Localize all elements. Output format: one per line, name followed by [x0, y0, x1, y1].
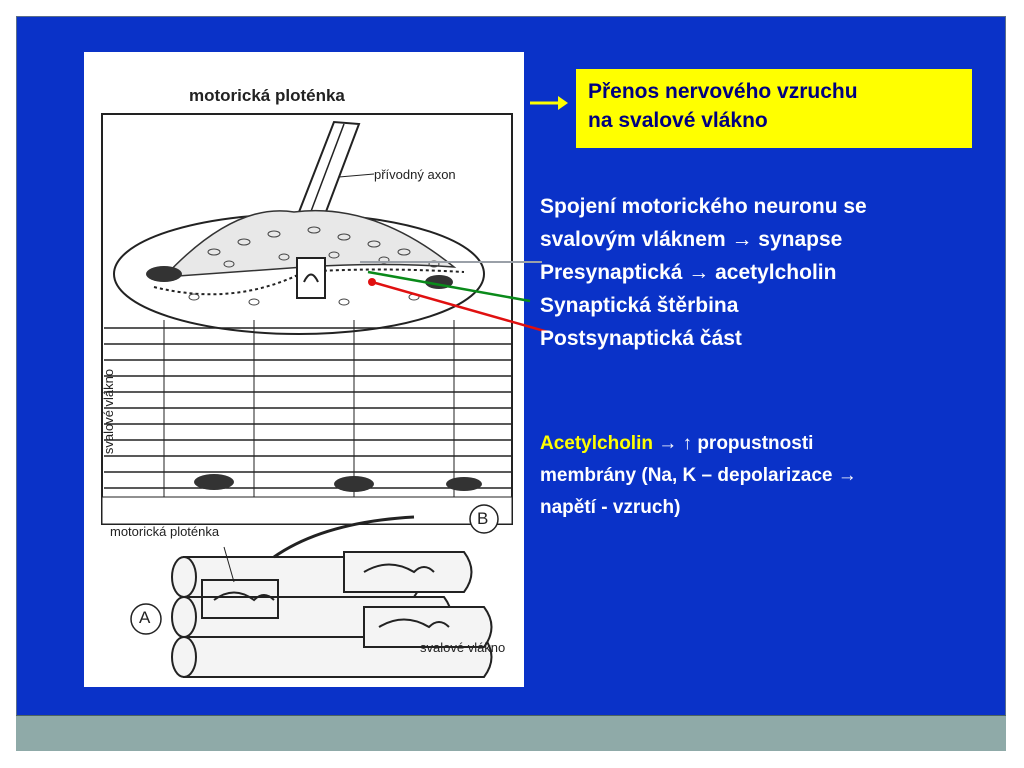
- postsynaptic-pointer-line: [371, 280, 549, 334]
- title-box: Přenos nervového vzruchu na svalové vlák…: [576, 69, 972, 148]
- motor-end-plate-figure: motorická ploténka přívodný axon svalové…: [84, 52, 524, 687]
- main-text-line-1: Spojení motorického neuronu se: [540, 195, 867, 218]
- bottom-bar: [16, 715, 1006, 751]
- acetylcholin-rest: propustnosti: [697, 433, 814, 454]
- main-text-block: Spojení motorického neuronu se svalovým …: [540, 190, 1000, 355]
- title-arrow-icon: [530, 96, 568, 110]
- acetylcholin-text: Acetylcholin → ↑ propustnosti membrány (…: [540, 428, 980, 524]
- figure-drawing: [101, 113, 513, 678]
- acetylcholin-line-2: membrány (Na, K – depolarizace →: [540, 465, 857, 486]
- label-a-circle: [130, 603, 162, 635]
- fiber-bundle: [171, 551, 493, 678]
- main-text-line-3: Presynaptická → acetylcholin: [540, 261, 837, 284]
- muscle-fiber-zlines: [163, 320, 455, 497]
- cleft-pointer-line: [367, 270, 531, 303]
- postsynaptic-pointer-dot: [368, 278, 376, 286]
- acetylcholin-line-3: napětí - vzruch): [540, 497, 681, 518]
- title-line-1: Přenos nervového vzruchu: [588, 80, 858, 103]
- muscle-fiber-stripes: [104, 327, 512, 489]
- main-text-line-5: Postsynaptická část: [540, 327, 742, 350]
- synapse-detail-box: [296, 257, 326, 299]
- label-b-circle: [469, 504, 499, 534]
- fiber-label: svalové vlákno: [420, 640, 506, 655]
- acetylcholin-arrows: → ↑: [652, 433, 698, 454]
- main-text-line-2: svalovým vláknem → synapse: [540, 228, 843, 251]
- acetylcholin-highlight: Acetylcholin: [540, 433, 653, 454]
- axon-label: přívodný axon: [374, 167, 456, 182]
- main-text-line-4: Synaptická štěrbina: [540, 294, 739, 317]
- plate-label: motorická ploténka: [110, 524, 220, 539]
- figure-title: motorická ploténka: [189, 86, 345, 105]
- label-b: B: [477, 509, 489, 528]
- label-a: A: [139, 608, 151, 627]
- title-line-2: na svalové vlákno: [588, 109, 768, 132]
- plate-highlight-box: [201, 579, 279, 619]
